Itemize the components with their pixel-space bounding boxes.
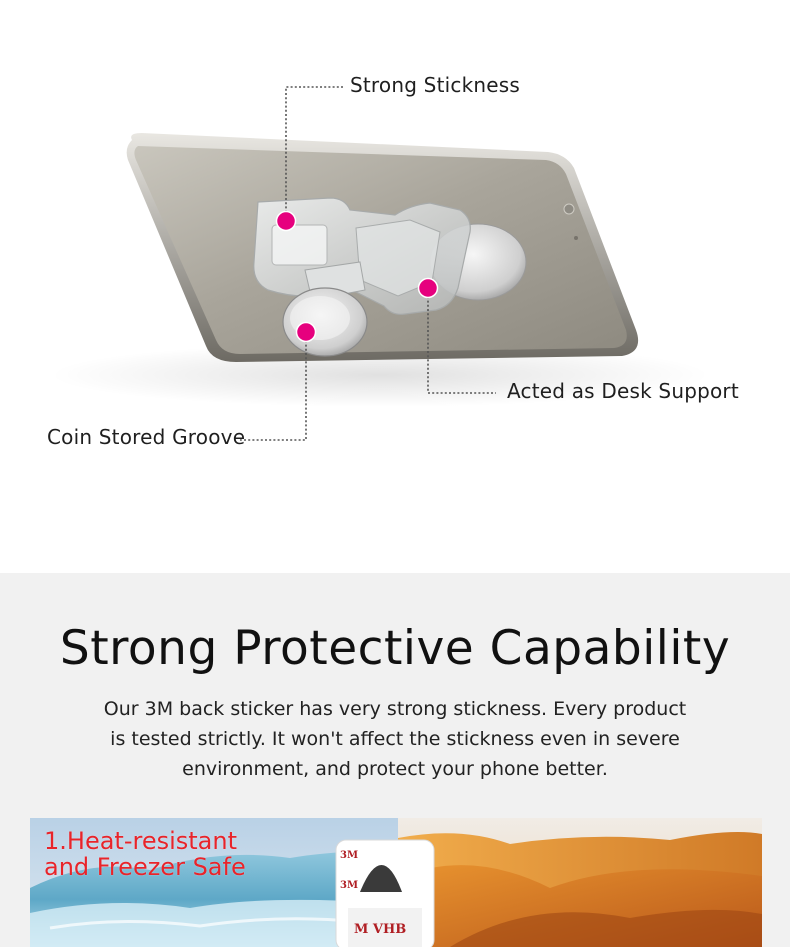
marker-strong-stickness <box>275 210 297 232</box>
camera-icon <box>563 203 575 215</box>
section-headline: Strong Protective Capability <box>59 621 731 676</box>
sticker-logo-top: 3M <box>340 850 359 861</box>
product-illustration-section: Strong Stickness Acted as Desk Support C… <box>47 73 739 449</box>
callout-leaders <box>240 86 496 441</box>
marker-coin-groove <box>295 321 317 343</box>
floor-shadow <box>50 343 710 407</box>
callout-coin-groove: Coin Stored Groove <box>47 425 246 449</box>
callout-desk-support: Acted as Desk Support <box>507 379 739 403</box>
leader-desk-support <box>427 288 496 394</box>
phone-with-stand-illustration <box>50 86 710 441</box>
banner-title-line1: 1.Heat-resistant <box>44 827 238 855</box>
marker-desk-support <box>417 277 439 299</box>
sticker-logo-side: 3M <box>340 880 359 891</box>
stand-pocket <box>271 224 328 266</box>
section-description: Our 3M back sticker has very strong stic… <box>103 698 687 780</box>
leader-coin-groove <box>240 332 307 441</box>
sticker-brand-label: M VHB <box>354 922 407 937</box>
banner-background <box>30 818 762 947</box>
flash-icon <box>574 236 578 240</box>
protective-capability-section: Strong Protective Capability Our 3M back… <box>0 573 790 947</box>
sticker-stand-shape <box>360 865 402 892</box>
leader-strong-stickness <box>285 86 344 221</box>
banner-title-line2: and Freezer Safe <box>44 853 246 881</box>
callout-strong-stickness: Strong Stickness <box>350 73 520 97</box>
banner-title: 1.Heat-resistant and Freezer Safe <box>44 828 246 880</box>
heat-freezer-banner: 1.Heat-resistant and Freezer Safe 3M 3M … <box>30 818 762 947</box>
